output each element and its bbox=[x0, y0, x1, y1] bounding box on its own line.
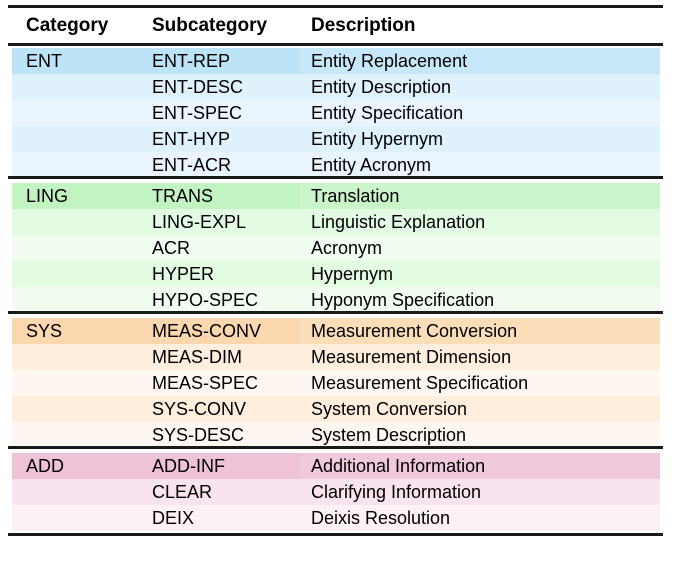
cell-description: Entity Acronym bbox=[311, 155, 432, 175]
table-row[interactable]: MEAS-SPEC Measurement Specification bbox=[12, 370, 660, 396]
row-highlight-wash bbox=[12, 453, 300, 479]
header-separator-rule bbox=[8, 43, 663, 46]
group-separator-rule-2 bbox=[8, 311, 663, 314]
table-row[interactable]: LING-EXPL Linguistic Explanation bbox=[12, 209, 660, 235]
cell-description: Measurement Conversion bbox=[311, 321, 518, 341]
row-highlight-wash bbox=[12, 48, 300, 74]
table-row[interactable]: HYPER Hypernym bbox=[12, 261, 660, 287]
table-row[interactable]: DEIX Deixis Resolution bbox=[12, 505, 660, 531]
cell-subcategory: ADD-INF bbox=[152, 456, 225, 476]
cell-subcategory: ACR bbox=[152, 238, 191, 258]
cell-description: Hyponym Specification bbox=[311, 290, 495, 310]
cell-subcategory: ENT-HYP bbox=[152, 129, 231, 149]
cell-description: Deixis Resolution bbox=[311, 508, 451, 528]
table-row[interactable]: ACR Acronym bbox=[12, 235, 660, 261]
cell-subcategory: ENT-DESC bbox=[152, 77, 244, 97]
table-row[interactable]: ENT ENT-REP Entity Replacement bbox=[12, 48, 660, 74]
table-row[interactable]: SYS MEAS-CONV Measurement Conversion bbox=[12, 318, 660, 344]
cell-description: System Description bbox=[311, 425, 467, 445]
table-bottom-rule bbox=[8, 533, 663, 536]
cell-subcategory: MEAS-DIM bbox=[152, 347, 242, 367]
cell-subcategory: CLEAR bbox=[152, 482, 213, 502]
table-row[interactable]: ENT-DESC Entity Description bbox=[12, 74, 660, 100]
cell-subcategory: ENT-ACR bbox=[152, 155, 232, 175]
table-row[interactable]: SYS-DESC System Description bbox=[12, 422, 660, 448]
cell-category: ENT bbox=[26, 51, 62, 71]
cell-subcategory: SYS-DESC bbox=[152, 425, 245, 445]
cell-description: Linguistic Explanation bbox=[311, 212, 486, 232]
cell-description: Entity Hypernym bbox=[311, 129, 444, 149]
cell-description: Acronym bbox=[311, 238, 383, 258]
cell-subcategory: DEIX bbox=[152, 508, 195, 528]
table-row[interactable]: MEAS-DIM Measurement Dimension bbox=[12, 344, 660, 370]
table-row[interactable]: LING TRANS Translation bbox=[12, 183, 660, 209]
table-row[interactable]: CLEAR Clarifying Information bbox=[12, 479, 660, 505]
cell-description: Additional Information bbox=[311, 456, 486, 476]
cell-subcategory: SYS-CONV bbox=[152, 399, 247, 419]
cell-subcategory: MEAS-CONV bbox=[152, 321, 262, 341]
cell-subcategory: LING-EXPL bbox=[152, 212, 247, 232]
table-row[interactable]: ADD ADD-INF Additional Information bbox=[12, 453, 660, 479]
cell-category: LING bbox=[26, 186, 69, 206]
group-separator-rule-3 bbox=[8, 446, 663, 449]
cell-subcategory: HYPO-SPEC bbox=[152, 290, 259, 310]
cell-description: Measurement Dimension bbox=[311, 347, 512, 367]
table-top-rule bbox=[8, 5, 663, 8]
row-highlight-wash bbox=[12, 183, 300, 209]
cell-description: Hypernym bbox=[311, 264, 394, 284]
cell-category: SYS bbox=[26, 321, 63, 341]
cell-subcategory: ENT-SPEC bbox=[152, 103, 243, 123]
table-row[interactable]: ENT-ACR Entity Acronym bbox=[12, 152, 660, 178]
table-row[interactable]: ENT-HYP Entity Hypernym bbox=[12, 126, 660, 152]
row-highlight-wash bbox=[12, 318, 300, 344]
table-row[interactable]: ENT-SPEC Entity Specification bbox=[12, 100, 660, 126]
cell-subcategory: HYPER bbox=[152, 264, 215, 284]
column-header-category: Category bbox=[26, 15, 109, 36]
cell-description: Translation bbox=[311, 186, 400, 206]
table-row[interactable]: SYS-CONV System Conversion bbox=[12, 396, 660, 422]
column-header-description: Description bbox=[311, 15, 416, 36]
cell-description: Entity Replacement bbox=[311, 51, 468, 71]
cell-description: Clarifying Information bbox=[311, 482, 482, 502]
cell-subcategory: TRANS bbox=[152, 186, 214, 206]
cell-description: Entity Description bbox=[311, 77, 452, 97]
table-row[interactable]: HYPO-SPEC Hyponym Specification bbox=[12, 287, 660, 313]
group-separator-rule-1 bbox=[8, 176, 663, 179]
cell-subcategory: ENT-REP bbox=[152, 51, 231, 71]
cell-subcategory: MEAS-SPEC bbox=[152, 373, 259, 393]
column-header-subcategory: Subcategory bbox=[152, 15, 268, 36]
cell-description: System Conversion bbox=[311, 399, 468, 419]
cell-category: ADD bbox=[26, 456, 65, 476]
cell-description: Entity Specification bbox=[311, 103, 464, 123]
table-header-row: Category Subcategory Description bbox=[0, 11, 677, 41]
cell-description: Measurement Specification bbox=[311, 373, 529, 393]
